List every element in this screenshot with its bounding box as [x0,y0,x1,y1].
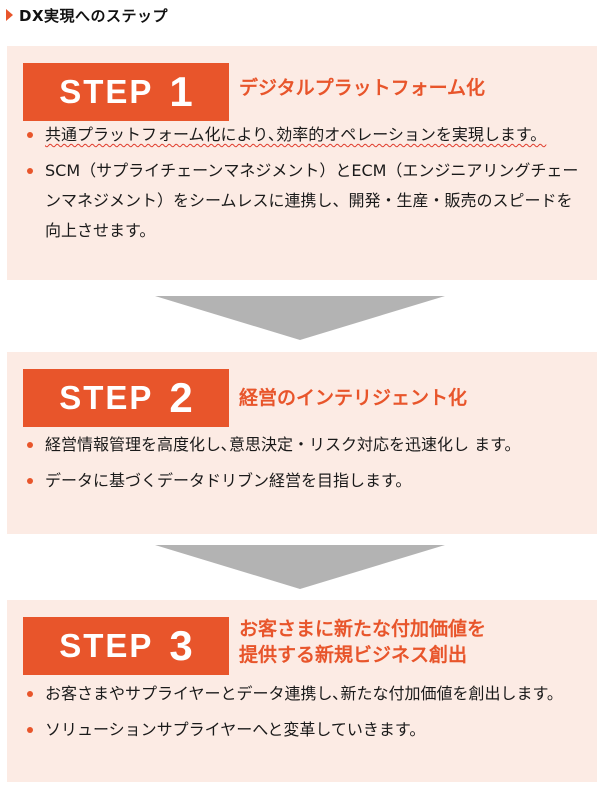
step-3-panel: STEP 3 お客さまに新たな付加価値を 提供する新規ビジネス創出 お客さまやサ… [7,600,597,782]
down-arrow-icon [155,545,445,589]
step-1-bullet-list: 共通プラットフォーム化により､効率的オペレーションを実現します。 SCM（サプラ… [23,120,581,252]
bullet-text: ソリューションサプライヤーへと変革していきます。 [45,720,426,739]
step-2-heading-line: 経営のインテリジェント化 [239,387,468,409]
step-3-heading-line-2: 提供する新規ビジネス創出 [239,644,468,666]
list-item: 共通プラットフォーム化により､効率的オペレーションを実現します。 [23,120,581,150]
bullet-dot-icon [27,478,33,484]
list-item: SCM（サプライチェーンマネジメント）とECM（エンジニアリングチェーンマネジメ… [23,156,581,246]
triangle-marker-icon [6,9,13,21]
page-header: DX実現へのステップ [6,4,168,26]
step-2-panel: STEP 2 経営のインテリジェント化 経営情報管理を高度化し､意思決定・リスク… [7,352,597,534]
step-1-badge: STEP 1 [23,63,229,121]
list-item: データに基づくデータドリブン経営を目指します。 [23,466,581,496]
list-item: 経営情報管理を高度化し､意思決定・リスク対応を迅速化し ます。 [23,430,581,460]
down-arrow-icon [155,296,445,340]
bullet-dot-icon [27,132,33,138]
step-2-bullet-list: 経営情報管理を高度化し､意思決定・リスク対応を迅速化し ます。 データに基づくデ… [23,430,581,502]
bullet-text: SCM（サプライチェーンマネジメント）とECM（エンジニアリングチェーンマネジメ… [45,161,579,240]
step-label: STEP [59,627,154,664]
bullet-text: データに基づくデータドリブン経営を目指します。 [45,471,412,490]
step-3-badge: STEP 3 [23,617,229,675]
step-label: STEP [59,73,154,110]
bullet-dot-icon [27,727,33,733]
step-3-heading: お客さまに新たな付加価値を 提供する新規ビジネス創出 [239,616,486,668]
page-title: DX実現へのステップ [19,6,169,25]
step-3-bullet-list: お客さまやサプライヤーとデータ連携し､新たな付加価値を創出します。 ソリューショ… [23,679,581,751]
step-2-badge: STEP 2 [23,369,229,427]
step-1-heading-line: デジタルプラットフォーム化 [239,77,486,99]
step-number: 2 [169,374,193,421]
step-2-heading: 経営のインテリジェント化 [239,385,467,411]
bullet-dot-icon [27,442,33,448]
step-1-heading: デジタルプラットフォーム化 [239,75,485,101]
step-number: 1 [169,68,193,115]
bullet-dot-icon [27,168,33,174]
list-item: お客さまやサプライヤーとデータ連携し､新たな付加価値を創出します。 [23,679,581,709]
bullet-text: 経営情報管理を高度化し､意思決定・リスク対応を迅速化し ます。 [45,435,521,454]
step-1-panel: STEP 1 デジタルプラットフォーム化 共通プラットフォーム化により､効率的オ… [7,46,597,280]
step-label: STEP [59,379,154,416]
list-item: ソリューションサプライヤーへと変革していきます。 [23,715,581,745]
bullet-text: 共通プラットフォーム化により､効率的オペレーションを実現します。 [45,125,547,144]
step-number: 3 [169,622,193,669]
bullet-dot-icon [27,691,33,697]
step-3-heading-line-1: お客さまに新たな付加価値を [239,618,487,640]
bullet-text: お客さまやサプライヤーとデータ連携し､新たな付加価値を創出します。 [45,684,563,703]
